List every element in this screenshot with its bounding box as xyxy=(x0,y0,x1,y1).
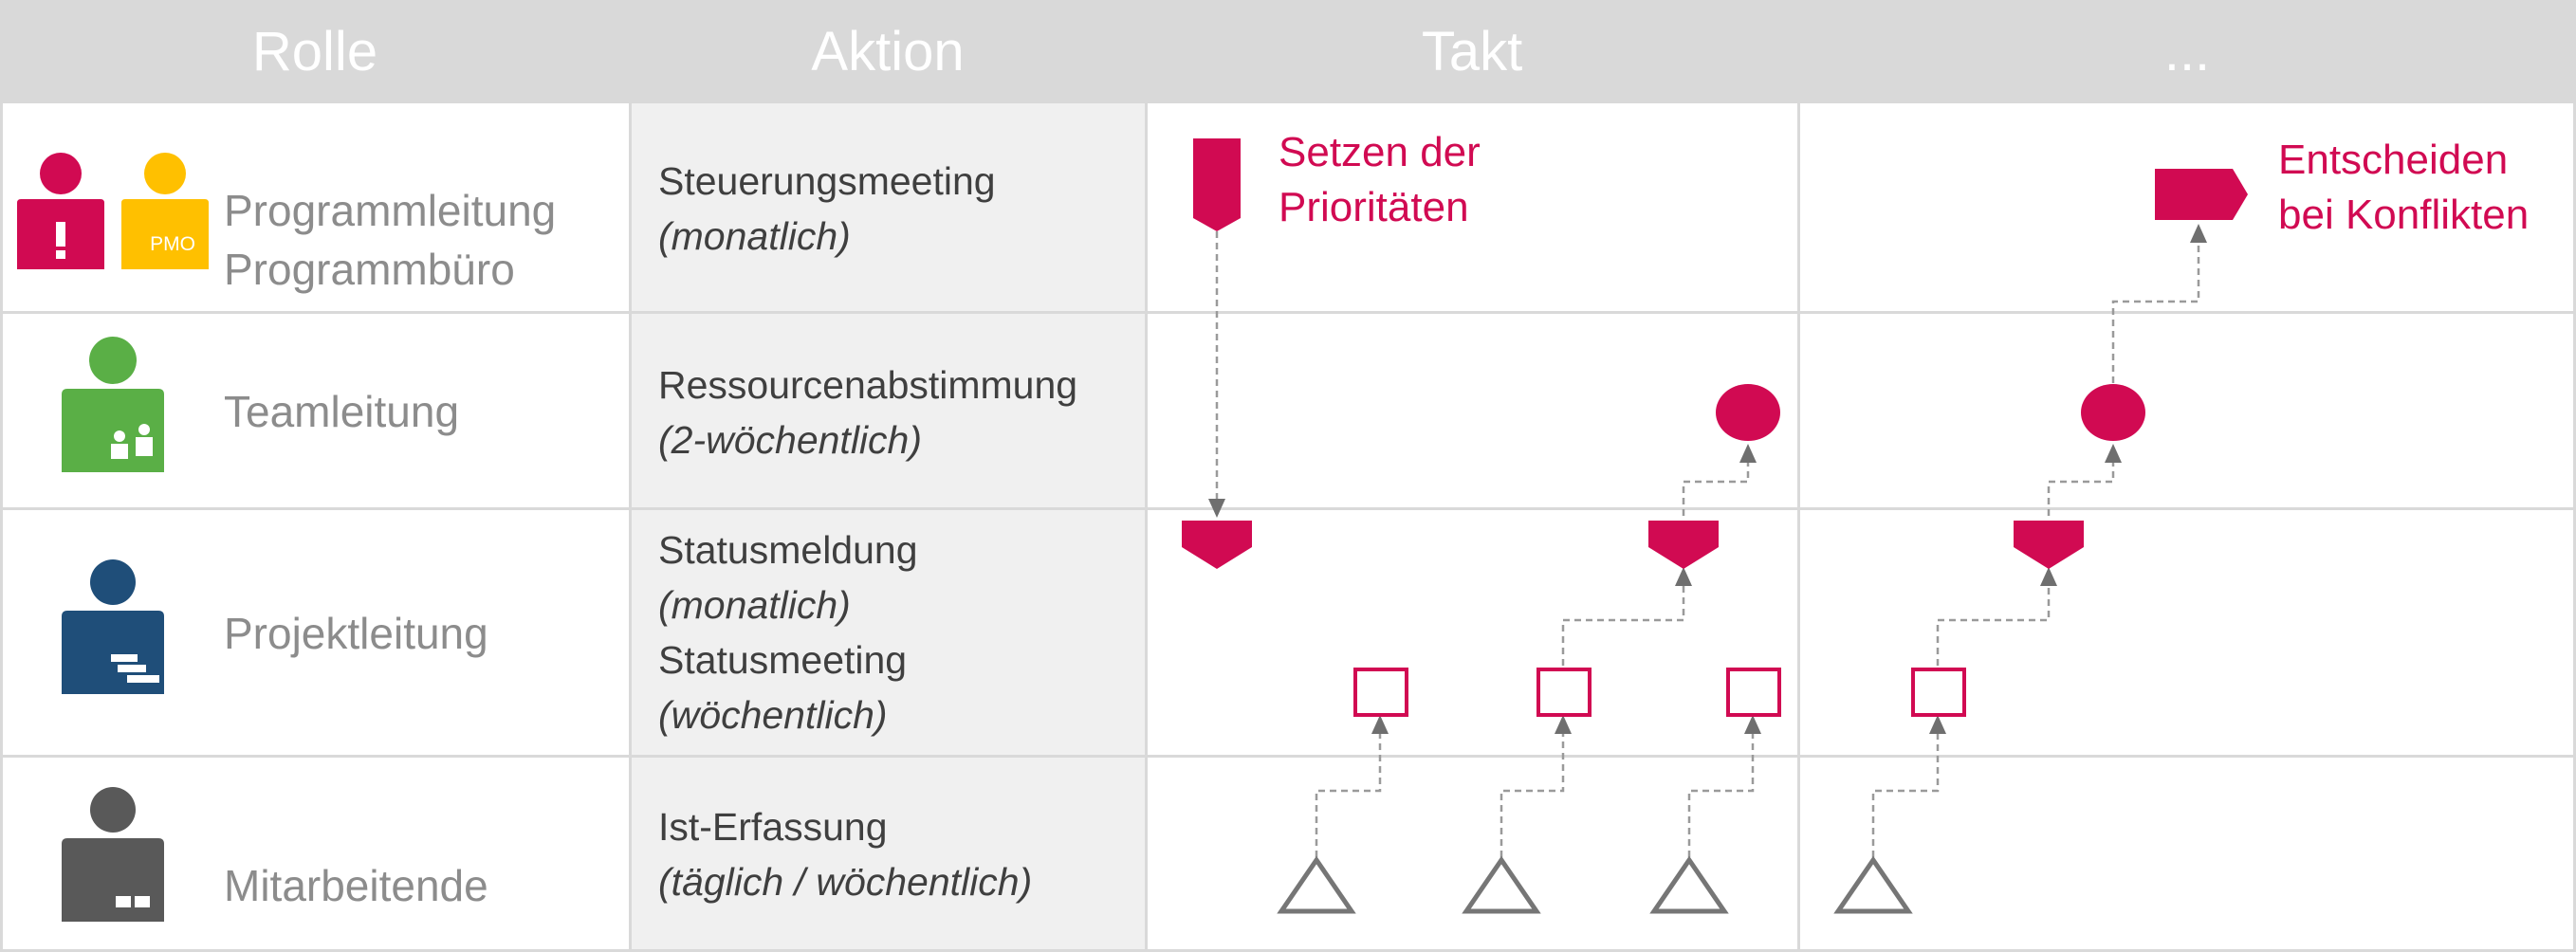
connector-line xyxy=(1936,582,2051,666)
action-frequency: (2-wöchentlich) xyxy=(658,418,922,462)
role-projektleitung: Projektleitung xyxy=(224,609,488,658)
statusmeeting-marker-icon xyxy=(1536,668,1592,717)
annotation-line: Setzen der xyxy=(1279,129,1481,175)
arrow-up-icon xyxy=(1739,444,1757,463)
arrowheads xyxy=(1208,224,2207,734)
action-name: Ressourcenabstimmung xyxy=(658,363,1078,407)
table-header: Rolle Aktion Takt ... xyxy=(0,0,2576,103)
programmbuero-person-icon: PMO xyxy=(121,153,209,269)
table-left-border xyxy=(0,103,3,952)
annotation-line: Prioritäten xyxy=(1279,184,1469,230)
annotation-priorities: Setzen der Prioritäten xyxy=(1279,125,1481,235)
programmleitung-person-icon xyxy=(17,153,104,269)
table-bottom-border xyxy=(0,949,2576,952)
ist-erfassung-marker-icon xyxy=(1277,855,1356,914)
action-name: Statusmeldung xyxy=(658,528,918,572)
steuerungsmeeting-marker-icon xyxy=(1193,138,1241,231)
connector-line xyxy=(2111,237,2200,383)
arrow-up-icon xyxy=(1371,715,1389,734)
ressourcenabstimmung-marker-icon xyxy=(1716,384,1780,441)
header-more: ... xyxy=(2163,21,2211,82)
arrow-up-icon xyxy=(2040,567,2057,586)
connector-line xyxy=(1682,455,1750,516)
action-statusmeeting: Statusmeeting (wöchentlich) xyxy=(658,632,907,742)
action-frequency: (monatlich) xyxy=(658,214,851,258)
arrow-down-icon xyxy=(1208,499,1225,518)
entscheidung-marker-icon xyxy=(2155,169,2248,220)
pmo-badge: PMO xyxy=(150,233,195,255)
connector-line xyxy=(1687,730,1755,857)
connector-line xyxy=(1500,730,1565,857)
arrow-up-icon xyxy=(1555,715,1572,734)
header-rolle: Rolle xyxy=(251,21,378,82)
annotation-conflicts: Entscheiden bei Konflikten xyxy=(2278,133,2529,243)
connector-line xyxy=(1315,730,1382,857)
statusmeeting-marker-icon xyxy=(1726,668,1781,717)
action-frequency: (wöchentlich) xyxy=(658,693,888,737)
header-aktion: Aktion xyxy=(811,21,965,82)
ist-erfassung-marker-icon xyxy=(1649,855,1729,914)
teamleitung-person-icon xyxy=(62,337,164,472)
action-ressourcenabstimmung: Ressourcenabstimmung (2-wöchentlich) xyxy=(658,357,1077,467)
column-divider xyxy=(629,103,632,952)
action-name: Ist-Erfassung xyxy=(658,805,888,849)
statusmeldung-marker-icon xyxy=(1648,521,1719,569)
action-column-background xyxy=(630,103,1146,952)
statusmeeting-marker-icon xyxy=(1353,668,1408,717)
projektleitung-person-icon xyxy=(62,559,164,694)
ist-erfassung-marker-icon xyxy=(1833,855,1913,914)
action-frequency: (täglich / wöchentlich) xyxy=(658,860,1033,904)
role-programmleitung: Programmleitung xyxy=(224,186,557,235)
annotation-line: Entscheiden xyxy=(2278,137,2509,183)
header-takt: Takt xyxy=(1421,21,1523,82)
action-steuerungsmeeting: Steuerungsmeeting (monatlich) xyxy=(658,154,996,264)
table-right-border xyxy=(2573,103,2576,952)
connector-lines xyxy=(1215,231,2200,857)
action-name: Statusmeeting xyxy=(658,638,908,682)
role-mitarbeitende: Mitarbeitende xyxy=(224,861,488,910)
arrow-up-icon xyxy=(1929,715,1946,734)
mitarbeitende-person-icon xyxy=(62,787,164,922)
row-divider xyxy=(0,507,2576,510)
ist-erfassung-marker-icon xyxy=(1462,855,1541,914)
statusmeeting-marker-icon xyxy=(1911,668,1966,717)
arrow-up-icon xyxy=(1675,567,1692,586)
action-frequency: (monatlich) xyxy=(658,583,851,627)
row-divider xyxy=(0,755,2576,758)
ressourcenabstimmung-marker-icon xyxy=(2081,384,2145,441)
row-divider xyxy=(0,311,2576,314)
arrow-up-icon xyxy=(2105,444,2122,463)
statusmeldung-marker-icon xyxy=(2014,521,2084,569)
connector-line xyxy=(2047,455,2115,516)
action-ist-erfassung: Ist-Erfassung (täglich / wöchentlich) xyxy=(658,799,1032,909)
role-programmbuero: Programmbüro xyxy=(224,245,515,294)
arrow-up-icon xyxy=(2190,224,2207,243)
arrow-up-icon xyxy=(1744,715,1761,734)
column-divider xyxy=(1145,103,1148,952)
action-statusmeldung: Statusmeldung (monatlich) xyxy=(658,522,918,632)
annotation-line: bei Konflikten xyxy=(2278,192,2530,238)
action-name: Steuerungsmeeting xyxy=(658,159,996,203)
column-divider xyxy=(1797,103,1800,952)
role-teamleitung: Teamleitung xyxy=(224,387,460,436)
statusmeldung-marker-icon xyxy=(1182,521,1252,569)
connector-line xyxy=(1871,730,1940,857)
connector-line xyxy=(1561,582,1685,666)
